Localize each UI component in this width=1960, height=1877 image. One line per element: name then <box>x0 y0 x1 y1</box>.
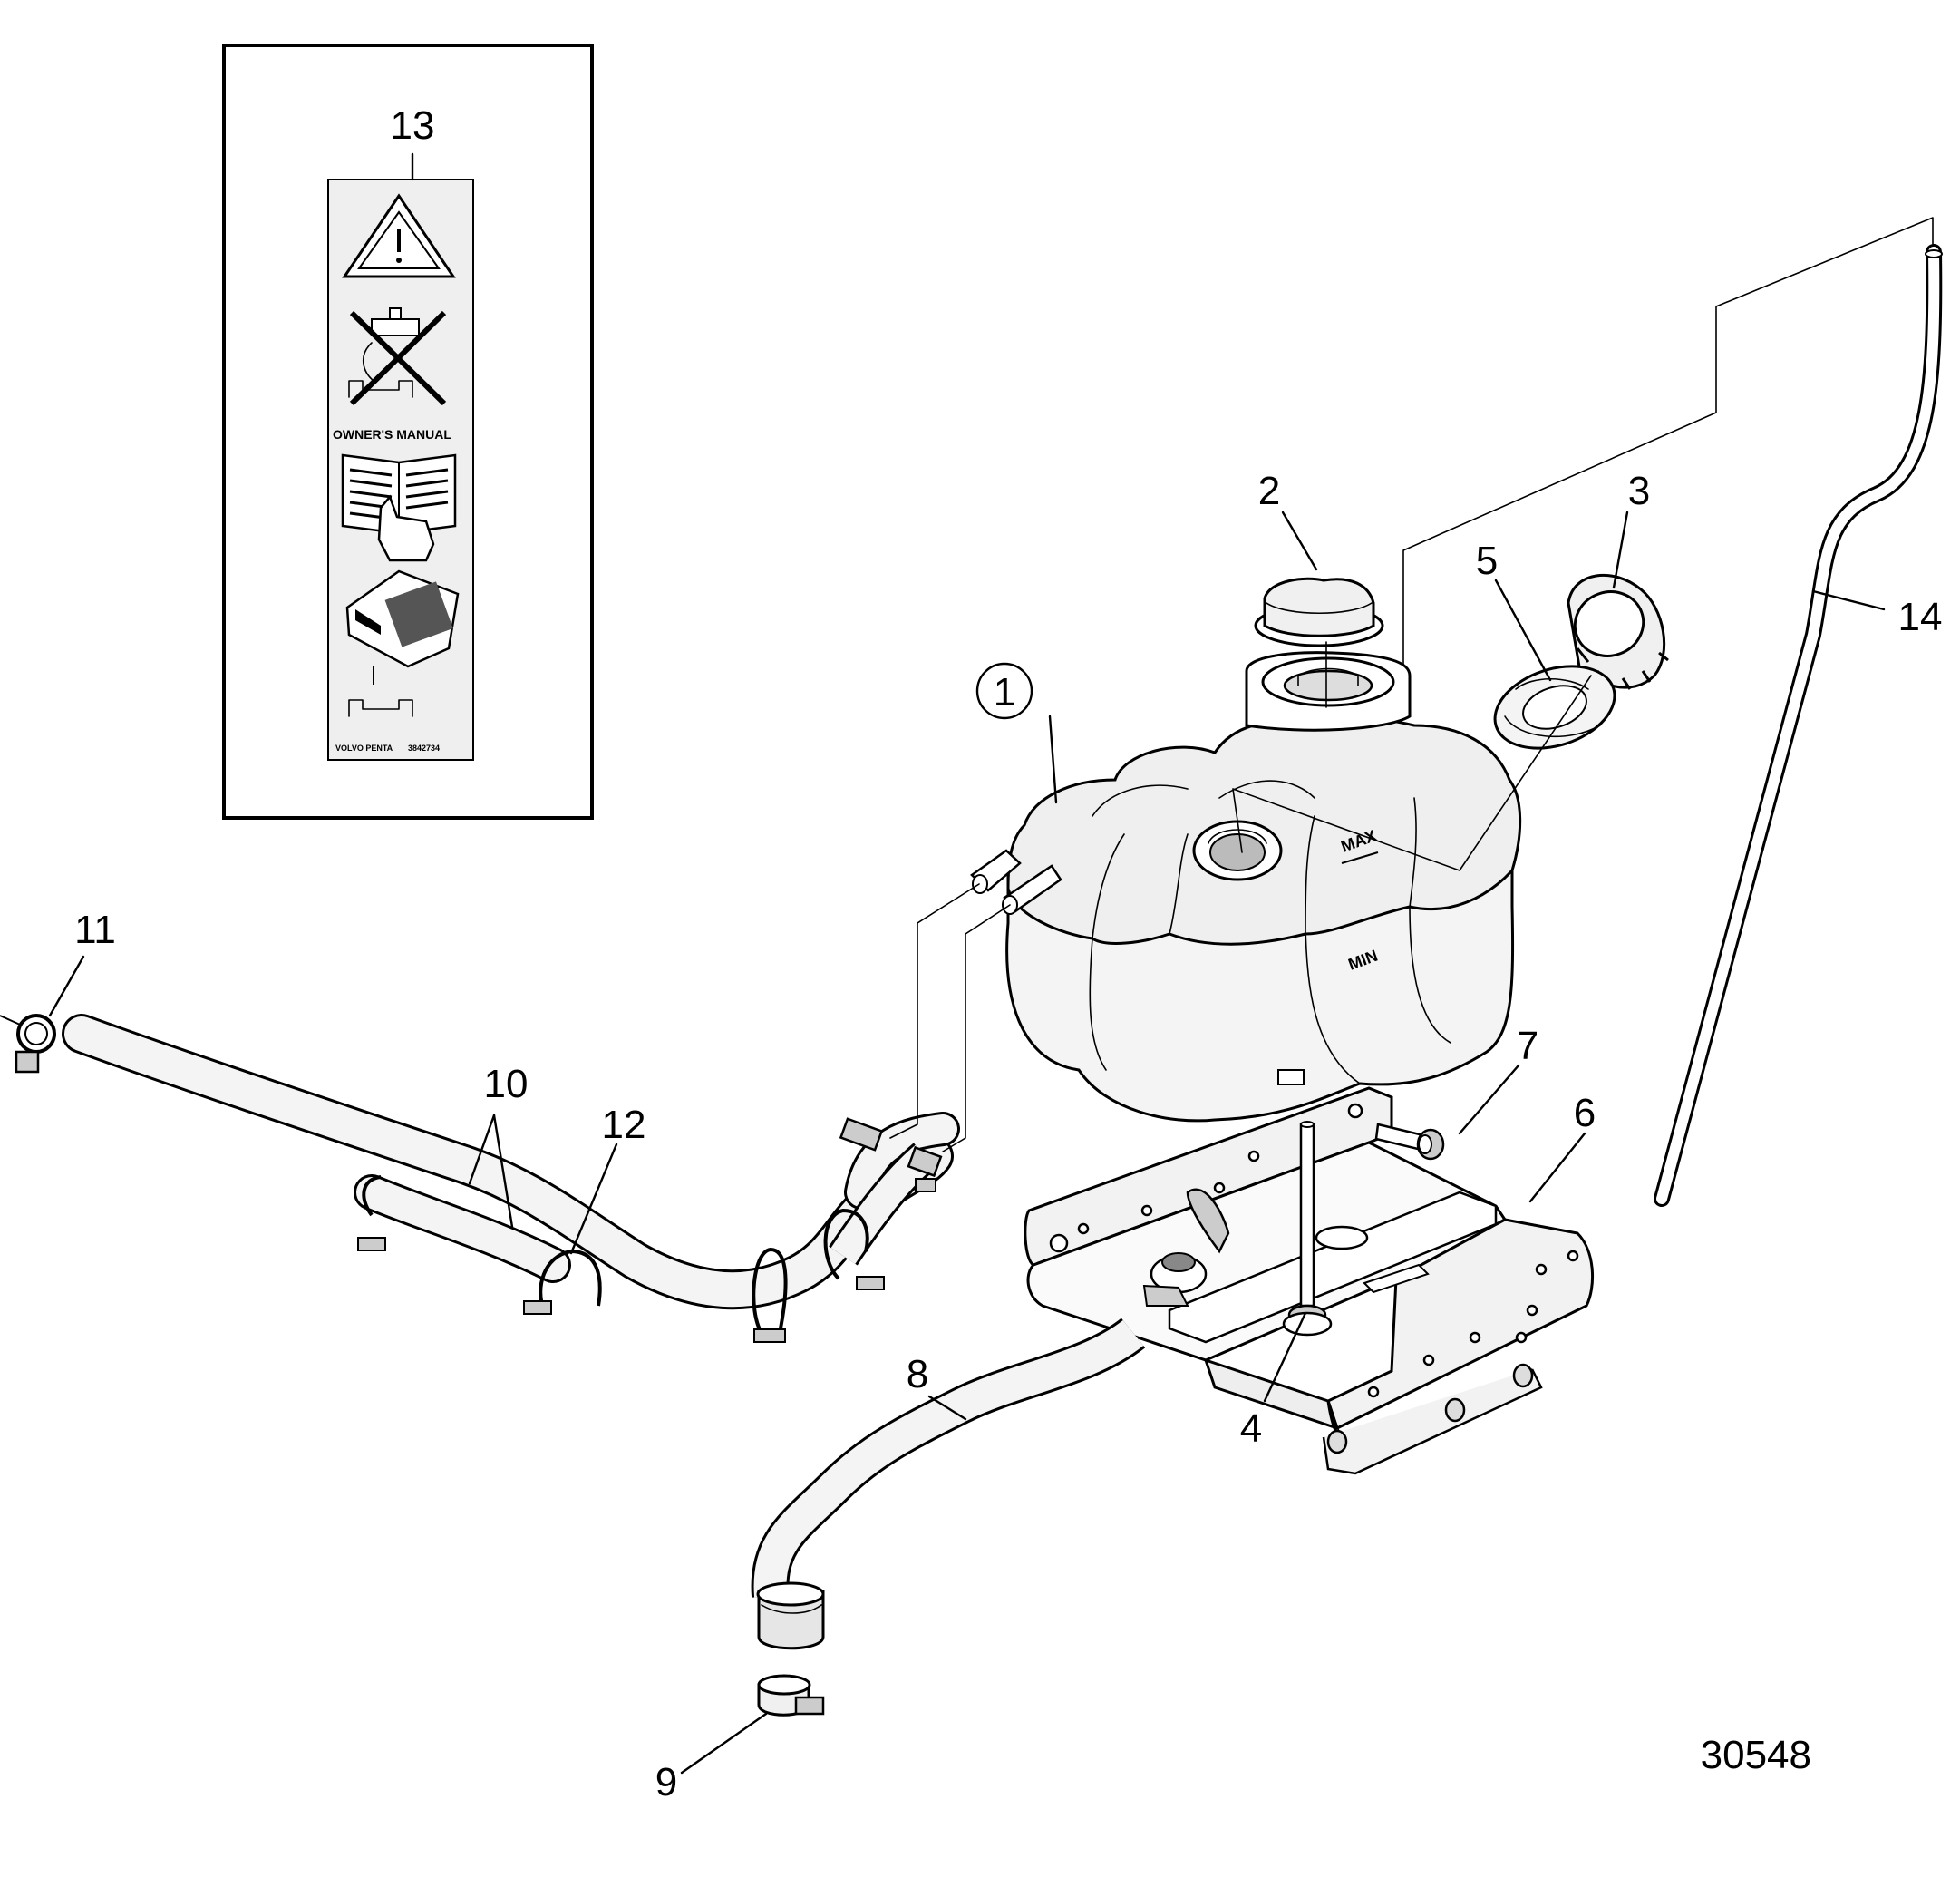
decal-part-number-text: 3842734 <box>408 744 440 753</box>
callout-9: 9 <box>655 1760 677 1804</box>
callout-1: 1 <box>994 670 1015 715</box>
hose-clamp-11 <box>0 1014 56 1074</box>
hose-14-connection-line <box>1402 217 1934 667</box>
nipple-guide-line-a <box>889 883 980 1139</box>
decal-inset: OWNER'S MANUAL VOLVO PENTA 3842734 <box>222 44 594 820</box>
hose-8 <box>751 1318 1146 1650</box>
hose-clamp-9 <box>757 1674 825 1717</box>
callout-12: 12 <box>602 1103 646 1147</box>
callout-2: 2 <box>1258 469 1280 513</box>
clamps-12 <box>357 1117 943 1343</box>
leader-lines <box>48 511 1886 1775</box>
cap-3-guide-line <box>1232 675 1592 871</box>
callout-10: 10 <box>484 1062 529 1106</box>
callout-6: 6 <box>1574 1091 1596 1135</box>
do-not-open-hot-icon <box>348 307 447 406</box>
figure-number: 30548 <box>1701 1733 1811 1777</box>
callout-14: 14 <box>1898 595 1943 639</box>
bolt-7 <box>1374 1123 1445 1161</box>
expansion-tank-1: MAX MIN <box>970 651 1522 1123</box>
decal-brand-text: VOLVO PENTA <box>335 744 393 753</box>
decal-5 <box>1493 665 1616 750</box>
warning-triangle-icon <box>342 193 456 278</box>
callout-8: 8 <box>907 1352 928 1396</box>
owners-manual-book-icon <box>341 453 457 562</box>
callout-13: 13 <box>391 103 435 148</box>
level-sensor-4 <box>1282 1121 1333 1337</box>
callout-1-circle <box>975 662 1033 720</box>
callout-4: 4 <box>1240 1406 1262 1451</box>
hose-10 <box>62 1014 960 1310</box>
coolant-bottle-icon <box>345 569 460 717</box>
overflow-hose-14 <box>1654 244 1943 1207</box>
callout-11: 11 <box>74 908 116 952</box>
filler-cap-2 <box>1254 577 1384 647</box>
cap-3 <box>1567 574 1669 690</box>
nipple-guide-line-b <box>942 904 1011 1152</box>
decal-owners-manual-text: OWNER'S MANUAL <box>333 427 451 442</box>
callout-3: 3 <box>1628 469 1650 513</box>
callout-7: 7 <box>1517 1024 1538 1068</box>
callout-5: 5 <box>1476 539 1498 583</box>
